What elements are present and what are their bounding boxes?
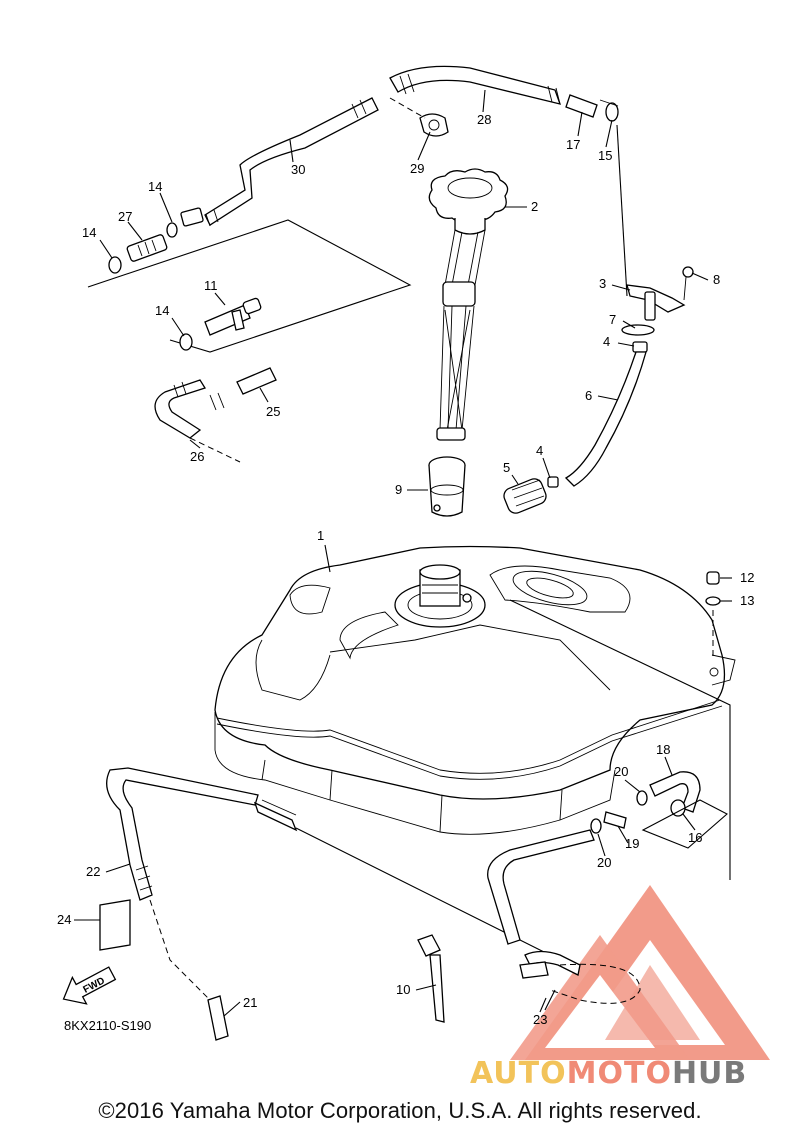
bottom-hoses — [99, 599, 731, 1041]
copyright-notice: ©2016 Yamaha Motor Corporation, U.S.A. A… — [98, 1098, 702, 1123]
fuel-cap-assembly — [428, 168, 509, 441]
callout-8: 8 — [713, 272, 720, 287]
callout-28: 28 — [477, 112, 491, 127]
callout-6: 6 — [585, 388, 592, 403]
fuel-pump-cover-group — [503, 266, 694, 514]
callout-24: 24 — [57, 912, 71, 927]
callout-18: 18 — [656, 742, 670, 757]
watermark-part-hub: HUB — [671, 1056, 748, 1091]
callout-23: 23 — [533, 1012, 547, 1027]
callout-3: 3 — [599, 276, 606, 291]
watermark-part-moto: MOTO — [566, 1056, 672, 1091]
callout-21: 21 — [243, 995, 257, 1010]
callout-29: 29 — [410, 161, 424, 176]
diagram-code: 8KX2110-S190 — [64, 1018, 151, 1033]
callout-14-left: 14 — [82, 225, 96, 240]
callout-15: 15 — [598, 148, 612, 163]
callout-19: 19 — [625, 836, 639, 851]
callout-30: 30 — [291, 162, 305, 177]
callout-13: 13 — [740, 593, 754, 608]
callout-2: 2 — [531, 199, 538, 214]
fwd-label: FWD — [82, 975, 107, 995]
callout-5: 5 — [503, 460, 510, 475]
filler-pipe — [428, 456, 466, 517]
callout-16: 16 — [688, 830, 702, 845]
callout-14-mid: 14 — [155, 303, 169, 318]
callout-11: 11 — [204, 278, 218, 293]
callout-20-lower: 20 — [597, 855, 611, 870]
callout-27: 27 — [118, 209, 132, 224]
callout-4-lower: 4 — [536, 443, 543, 458]
callout-22: 22 — [86, 864, 100, 879]
callout-20-upper: 20 — [614, 764, 628, 779]
leader-lines — [74, 89, 732, 1017]
callout-9: 9 — [395, 482, 402, 497]
lower-right-hoses — [590, 771, 728, 849]
forward-direction-arrow: FWD — [62, 966, 117, 1005]
callout-7: 7 — [609, 312, 616, 327]
watermark-text: AUTOMOTOHUB — [470, 1056, 747, 1091]
callout-12: 12 — [740, 570, 754, 585]
callout-4-upper: 4 — [603, 334, 610, 349]
watermark-part-auto: AUTO — [470, 1056, 567, 1091]
callout-17: 17 — [566, 137, 580, 152]
callout-10: 10 — [396, 982, 410, 997]
top-vent-hoses — [166, 65, 619, 238]
callout-1: 1 — [317, 528, 324, 543]
fuel-tank — [214, 545, 736, 835]
watermark-logo — [510, 885, 770, 1060]
fuel-tank-parts-diagram: FWD — [57, 65, 770, 1060]
callout-labels: 1 2 3 4 4 5 6 7 8 9 10 11 12 13 14 14 14… — [57, 112, 754, 1033]
callout-25: 25 — [266, 404, 280, 419]
callout-26: 26 — [190, 449, 204, 464]
left-hose-group — [87, 219, 412, 463]
callout-14-top: 14 — [148, 179, 162, 194]
